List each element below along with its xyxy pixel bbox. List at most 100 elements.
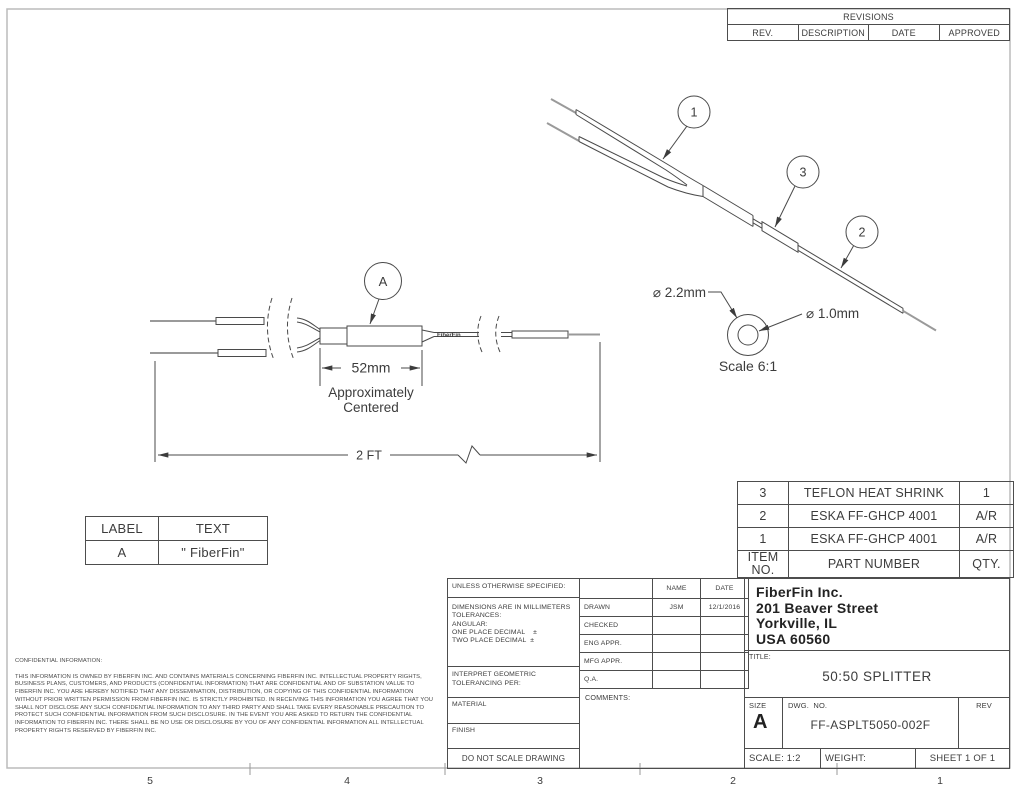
balloon-2-label: 2 xyxy=(859,226,866,240)
iso-bare-fiber-upper xyxy=(550,98,577,114)
iso-bare-fiber-end xyxy=(902,309,937,332)
detail-scale-label: Scale 6:1 xyxy=(719,358,778,374)
label-table: LABEL TEXT A " FiberFin" xyxy=(85,516,268,565)
approvals-blank-cell xyxy=(579,578,653,599)
detail-inner-dia-label: ⌀ 1.0mm xyxy=(806,306,859,321)
iso-heat-shrink xyxy=(761,220,799,254)
confidential-note: CONFIDENTIAL INFORMATION: THIS INFORMATI… xyxy=(15,658,437,735)
iso-branch-upper xyxy=(575,109,704,186)
balloon-2 xyxy=(845,215,879,249)
approval-date: 12/1/2016 xyxy=(700,598,749,617)
iso-bare-fiber-lower xyxy=(546,122,580,142)
parts-cell-qty: A/R xyxy=(959,504,1014,528)
parts-row: 1 ESKA FF-GHCP 4001 A/R xyxy=(737,527,1014,551)
detail-inner-circle xyxy=(737,324,759,346)
dim-52mm-label: 52mm xyxy=(352,360,391,376)
balloon-a xyxy=(364,262,402,300)
side-jacket-upper xyxy=(215,317,265,325)
approval-row: DRAWN JSM 12/1/2016 xyxy=(579,598,749,617)
size-label: SIZE xyxy=(749,701,767,710)
weight-box: WEIGHT: xyxy=(820,748,916,769)
zone-number: 1 xyxy=(937,775,943,787)
approval-label: CHECKED xyxy=(579,616,653,635)
rev-label: REV xyxy=(976,701,992,710)
company-street: 201 Beaver Street xyxy=(756,599,879,616)
tolerance-line: TOLERANCES: xyxy=(452,612,502,620)
side-view xyxy=(150,297,600,361)
zone-number: 3 xyxy=(537,775,543,787)
approval-label: DRAWN xyxy=(579,598,653,617)
approvals-table: NAME DATE DRAWN JSM 12/1/2016 CHECKED EN… xyxy=(579,578,749,689)
label-table-cell-label: A xyxy=(85,540,159,565)
zone-number: 5 xyxy=(147,775,153,787)
confidential-body: THIS INFORMATION IS OWNED BY FIBERFIN IN… xyxy=(15,673,434,734)
approval-name xyxy=(652,616,701,635)
approval-label: Q.A. xyxy=(579,670,653,689)
parts-table: 3 TEFLON HEAT SHRINK 1 2 ESKA FF-GHCP 40… xyxy=(737,481,1014,579)
parts-cell-qty: 1 xyxy=(959,481,1014,505)
revisions-col-appr: APPROVED xyxy=(938,24,1010,41)
interpret-line: TOLERANCING PER: xyxy=(452,679,521,687)
zone-ticks xyxy=(249,763,838,775)
approval-date xyxy=(700,634,749,653)
tolerance-line: ANGULAR: xyxy=(452,620,488,628)
approval-label: ENG APPR. xyxy=(579,634,653,653)
approx-note-line1: Approximately xyxy=(328,385,414,400)
parts-header-item: ITEM NO. xyxy=(737,549,789,579)
approval-row: MFG APPR. xyxy=(579,652,749,671)
zone-number: 2 xyxy=(730,775,736,787)
revisions-col-desc: DESCRIPTION xyxy=(797,24,869,41)
iso-branch-lower xyxy=(578,136,688,187)
do-not-scale-box: DO NOT SCALE DRAWING xyxy=(447,748,580,769)
sheet-box: SHEET 1 OF 1 xyxy=(915,748,1010,769)
side-jacket-right xyxy=(511,330,569,339)
size-value: A xyxy=(753,711,768,733)
finish-box: FINISH xyxy=(447,723,580,749)
parts-row: 3 TEFLON HEAT SHRINK 1 xyxy=(737,481,1014,505)
break-mark-left xyxy=(266,297,275,361)
side-body-large xyxy=(346,325,423,347)
confidential-heading: CONFIDENTIAL INFORMATION: xyxy=(15,658,103,664)
parts-header-qty: QTY. xyxy=(959,549,1014,579)
parts-cell-qty: A/R xyxy=(959,527,1014,551)
company-name: FiberFin Inc. xyxy=(756,584,843,600)
approval-date xyxy=(700,670,749,689)
drawing-title: 50:50 SPLITTER xyxy=(822,669,932,684)
parts-header-row: ITEM NO. PART NUMBER QTY. xyxy=(737,549,1014,579)
label-table-header-label: LABEL xyxy=(85,516,159,541)
approval-name xyxy=(652,634,701,653)
break-mark-right xyxy=(477,315,483,353)
approvals-col-name: NAME xyxy=(652,578,701,599)
iso-junction-sleeve xyxy=(702,185,754,216)
scale-box: SCALE: 1:2 xyxy=(744,748,821,769)
label-table-cell-text: " FiberFin" xyxy=(158,540,268,565)
balloon-1-label: 1 xyxy=(691,106,698,120)
approvals-col-date: DATE xyxy=(700,578,749,599)
size-box: SIZE A xyxy=(744,697,783,749)
approval-row: Q.A. xyxy=(579,670,749,689)
dim-2ft xyxy=(154,342,601,464)
dim-2ft-label: 2 FT xyxy=(356,449,382,463)
balloon-a-group xyxy=(364,262,402,325)
dwg-no-label: DWG. NO. xyxy=(788,701,828,710)
tolerance-line: TWO PLACE DECIMAL ± xyxy=(452,637,535,645)
approx-note-line2: Centered xyxy=(343,400,399,415)
revisions-table: REVISIONS REV. DESCRIPTION DATE APPROVED xyxy=(727,8,1010,41)
tolerance-line: ONE PLACE DECIMAL ± xyxy=(452,628,538,636)
approval-date xyxy=(700,616,749,635)
side-body-small xyxy=(319,327,348,345)
dwg-no-value: FF-ASPLT5050-002F xyxy=(810,718,931,732)
approval-name xyxy=(652,670,701,689)
company-box: FiberFin Inc. 201 Beaver Street Yorkvill… xyxy=(744,578,1010,651)
interpret-box: INTERPRET GEOMETRIC TOLERANCING PER: xyxy=(447,666,580,698)
revisions-col-rev: REV. xyxy=(727,24,799,41)
parts-cell-part: ESKA FF-GHCP 4001 xyxy=(788,504,960,528)
balloon-3 xyxy=(786,155,820,189)
detail-outer-dia-label: ⌀ 2.2mm xyxy=(653,285,706,300)
title-box: TITLE: 50:50 SPLITTER xyxy=(744,650,1010,698)
approval-name xyxy=(652,652,701,671)
cable-print-label: FiberFin xyxy=(437,333,461,339)
zone-number: 4 xyxy=(344,775,350,787)
